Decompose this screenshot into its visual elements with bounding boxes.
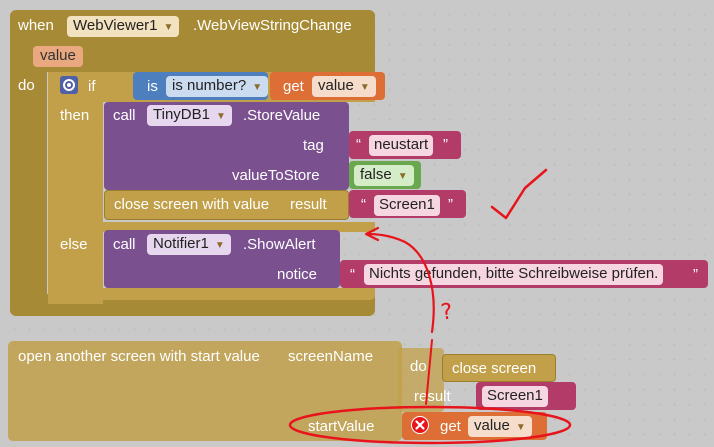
- arrowhead-annotation: [364, 226, 380, 242]
- component-dropdown[interactable]: WebViewer1▼: [67, 16, 180, 37]
- chevron-down-icon: ▼: [215, 111, 226, 122]
- call-label: call: [113, 236, 136, 253]
- notice-value[interactable]: Nichts gefunden, bitte Schreibweise prüf…: [364, 264, 664, 285]
- event-name: .WebViewStringChange: [193, 17, 352, 34]
- floating-result-value[interactable]: Screen1: [482, 386, 548, 407]
- tag-value[interactable]: neustart: [369, 135, 434, 156]
- then-label: then: [60, 107, 90, 124]
- get-label: get: [283, 78, 304, 95]
- chevron-down-icon: ▼: [163, 22, 174, 33]
- showalert-method: .ShowAlert: [243, 236, 316, 253]
- tinydb-dropdown[interactable]: TinyDB1▼: [147, 105, 232, 126]
- notifier-dropdown[interactable]: Notifier1▼: [147, 234, 231, 255]
- floating-result-label: result: [414, 388, 451, 405]
- false-dropdown[interactable]: false▼: [354, 165, 414, 186]
- chevron-down-icon: ▼: [397, 171, 408, 182]
- result-value[interactable]: Screen1: [374, 195, 440, 216]
- tag-label: tag: [303, 137, 324, 154]
- chevron-down-icon: ▼: [359, 82, 370, 93]
- valuetostore-label: valueToStore: [232, 167, 320, 184]
- call-label: call: [113, 107, 136, 124]
- open-screen-label: open another screen with start value: [18, 348, 260, 365]
- notice-label: notice: [277, 266, 318, 283]
- screenname-label: screenName: [288, 348, 374, 365]
- checkmark-annotation: [490, 168, 548, 220]
- is-label: is: [147, 78, 158, 95]
- get-var-dropdown[interactable]: value▼: [312, 76, 376, 97]
- mutator-gear-icon[interactable]: [60, 76, 78, 94]
- result-label: result: [290, 196, 327, 213]
- startvalue-label: startValue: [308, 418, 375, 435]
- floating-do-label: do: [410, 358, 427, 375]
- if-label: if: [88, 78, 96, 95]
- when-label: when: [18, 17, 54, 34]
- do-label: do: [18, 77, 35, 94]
- connector-line-annotation: [425, 339, 433, 405]
- chevron-down-icon: ▼: [214, 240, 225, 251]
- arrow-curve-annotation: [366, 232, 435, 334]
- get-label: get: [440, 418, 461, 435]
- is-number-dropdown[interactable]: is number?▼: [166, 76, 269, 97]
- param-value[interactable]: value: [33, 46, 83, 67]
- chevron-down-icon: ▼: [252, 82, 263, 93]
- error-icon[interactable]: [411, 416, 429, 434]
- get-var-dropdown[interactable]: value▼: [468, 416, 532, 437]
- close-screen-label: close screen with value: [114, 196, 270, 213]
- chevron-down-icon: ▼: [515, 422, 526, 433]
- floating-close-label: close screen: [452, 360, 537, 377]
- storevalue-method: .StoreValue: [243, 107, 321, 124]
- else-label: else: [60, 236, 88, 253]
- startvalue-circle-annotation: [288, 405, 572, 445]
